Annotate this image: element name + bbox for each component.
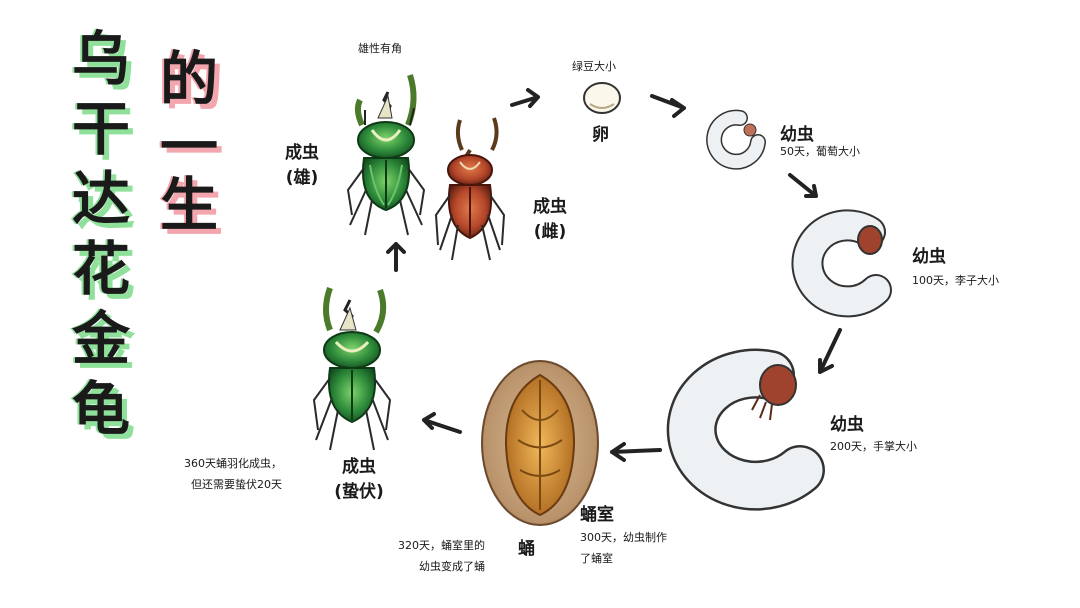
larva-stage2-desc: 100天，李子大小	[912, 272, 999, 288]
adult-male-label: 成虫 (雄)	[282, 138, 322, 188]
larva-stage3-desc: 200天，手掌大小	[830, 438, 917, 454]
larva-stage1-label: 幼虫	[780, 120, 814, 145]
male-beetle-illustration	[348, 75, 424, 235]
dormant-adult-label: 成虫 (蛰伏)	[324, 452, 394, 502]
adult-female-label: 成虫 (雌)	[525, 192, 575, 242]
pupal-chamber-label: 蛹室	[580, 500, 614, 525]
larva-stage2-label: 幼虫	[912, 242, 946, 267]
male-horn-note: 雄性有角	[358, 40, 402, 56]
pupal-chamber-desc: 300天，幼虫制作 了蛹室	[580, 528, 667, 570]
egg-size-label: 绿豆大小	[572, 58, 616, 74]
pupa-desc: 320天，蛹室里的 幼虫变成了蛹	[398, 536, 485, 578]
larva-stage1-desc: 50天，葡萄大小	[780, 143, 860, 159]
egg-label: 卵	[592, 120, 609, 145]
larva-medium-illustration	[807, 225, 882, 301]
larva-large-illustration	[692, 365, 800, 486]
pupa-label: 蛹	[518, 534, 535, 559]
larva-small-illustration	[714, 118, 758, 162]
dormant-desc: 360天蛹羽化成虫， 但还需要蛰伏20天	[184, 454, 282, 496]
larva-stage3-label: 幼虫	[830, 410, 864, 435]
female-beetle-illustration	[436, 118, 504, 260]
dormant-beetle-illustration	[314, 288, 390, 450]
